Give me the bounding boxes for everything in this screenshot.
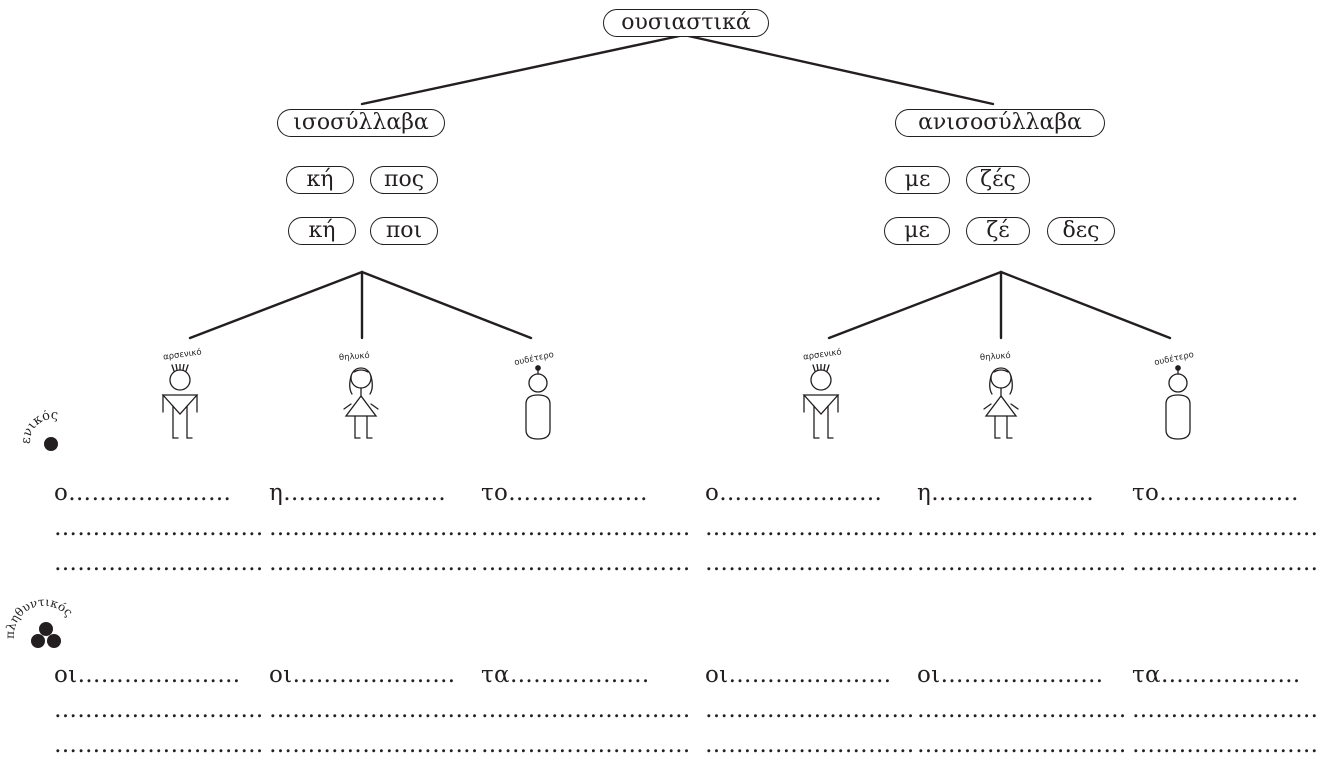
right-syllable-pill: με [885,166,950,194]
answer-line[interactable]: ……………………… [269,732,479,758]
answer-line[interactable]: ……………………… [917,697,1127,723]
answer-line[interactable]: ……………………… [54,697,264,723]
plural-marker: πληθυντικός [3,595,76,648]
answer-line[interactable]: ……………………… [269,697,479,723]
right-group-pill: ανισοσύλλαβα [895,109,1105,137]
answer-line[interactable]: ……………………… [54,550,264,576]
title-pill: ουσιαστικά [603,9,769,37]
right-syllable-text: με [904,167,931,192]
left-syllable-pill: κή [288,217,356,245]
right-syllable-pill: ζέ [966,217,1030,245]
left-syllable-text: πος [383,167,425,192]
answer-line[interactable]: ……………………… [269,550,479,576]
feminine-label: θηλυκό [979,350,1012,364]
plural-dot-icon [47,634,61,648]
right-syllable-pill: ζές [966,166,1030,194]
answer-line[interactable]: ……………………… [269,515,479,541]
answer-line[interactable]: το……………… [1132,480,1299,506]
answer-line[interactable]: ……………………… [481,697,691,723]
right-syllable-text: με [904,218,930,243]
answer-line[interactable]: ……………………… [705,732,915,758]
singular-marker: ενικός [19,410,58,451]
left-group-label: ισοσύλλαβα [293,110,429,135]
right-syllable-pill: δες [1047,217,1115,245]
left-syllable-pill: κή [286,166,354,194]
neuter-figure-icon [525,365,551,440]
answer-line[interactable]: οι………………… [54,662,241,688]
right-syllable-text: ζέ [986,218,1010,243]
neuter-figure-icon [1165,365,1191,440]
answer-line[interactable]: οι………………… [269,662,456,688]
answer-line[interactable]: ……………………… [705,550,915,576]
answer-line[interactable]: ……………………… [481,550,691,576]
right-group-label: ανισοσύλλαβα [918,110,1082,135]
plural-dot-icon [31,634,45,648]
answer-line[interactable]: ……………………… [705,697,915,723]
answer-line[interactable]: οι………………… [917,662,1104,688]
left-syllable-text: κή [308,218,336,243]
answer-line[interactable]: ο………………… [54,480,232,506]
masculine-figure-icon [802,364,840,439]
answer-line[interactable]: ……………………… [1132,550,1318,576]
plural-dot-icon [39,622,53,636]
feminine-figure-icon [983,367,1019,439]
answer-line[interactable]: ……………………… [917,515,1127,541]
feminine-figure-icon [343,367,379,439]
title-text: ουσιαστικά [621,10,751,35]
masculine-figure-icon [161,364,199,439]
left-syllable-pill: ποι [370,217,438,245]
answer-line[interactable]: ……………………… [481,515,691,541]
answer-line[interactable]: οι………………… [705,662,892,688]
answer-line[interactable]: ……………………… [917,550,1127,576]
left-group-pill: ισοσύλλαβα [277,109,445,137]
answer-line[interactable]: ……………………… [54,732,264,758]
right-syllable-text: δες [1062,218,1100,243]
singular-dot-icon [44,437,58,451]
answer-line[interactable]: τα……………… [1132,662,1301,688]
answer-line[interactable]: η………………… [917,480,1095,506]
answer-line[interactable]: ……………………… [1132,515,1318,541]
answer-line[interactable]: η………………… [269,480,447,506]
feminine-label: θηλυκό [338,350,371,364]
answer-line[interactable]: ……………………… [1132,732,1318,758]
answer-line[interactable]: το……………… [481,480,648,506]
left-syllable-pill: πος [370,166,438,194]
plural-label: πληθυντικός [3,595,76,639]
left-syllable-text: ποι [385,218,423,243]
answer-line[interactable]: ……………………… [705,515,915,541]
answer-line[interactable]: τα……………… [481,662,650,688]
answer-line[interactable]: ……………………… [54,515,264,541]
answer-line[interactable]: ……………………… [481,732,691,758]
answer-line[interactable]: ……………………… [1132,697,1318,723]
right-syllable-pill: με [884,217,950,245]
svg-text:πληθυντικός: πληθυντικός [3,595,76,639]
left-syllable-text: κή [306,167,334,192]
answer-line[interactable]: ……………………… [917,732,1127,758]
answer-line[interactable]: ο………………… [705,480,883,506]
right-syllable-text: ζές [980,167,1016,192]
